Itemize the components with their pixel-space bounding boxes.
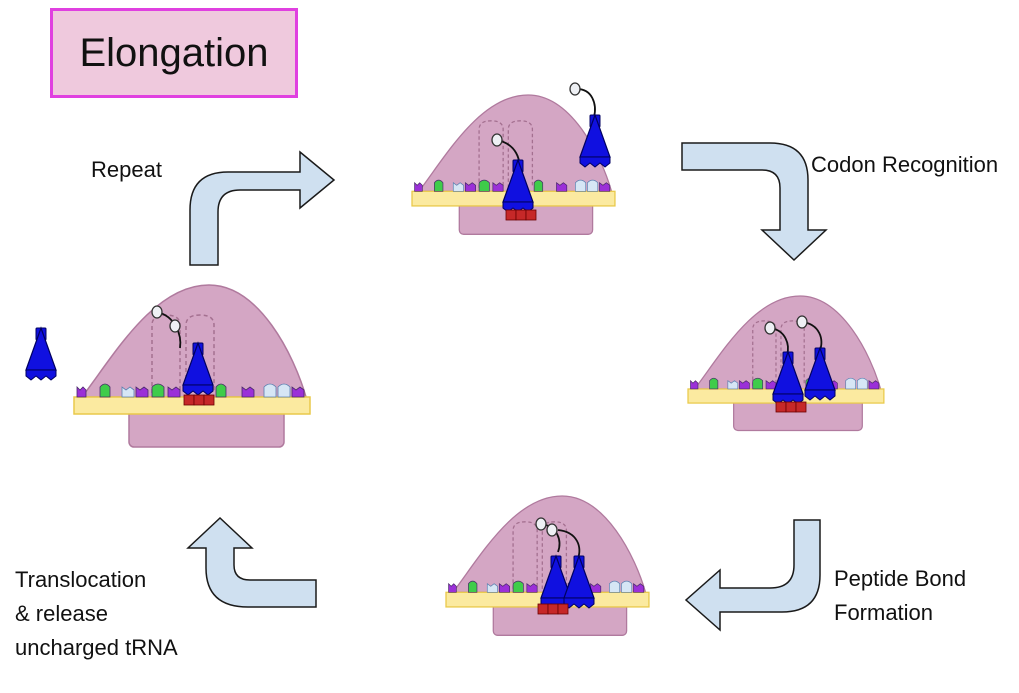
label-repeat: Repeat	[91, 157, 162, 182]
trna-top-bound	[491, 133, 537, 221]
label-translocation-line2: & release	[15, 601, 108, 626]
label-peptide-bond-line1: Peptide Bond	[834, 566, 967, 591]
arrow-codon-recognition	[681, 142, 828, 262]
trna-bottom-pair	[535, 517, 595, 615]
trna-released-left	[25, 327, 57, 381]
arrow-translocation	[186, 516, 317, 608]
label-translocation-line3: uncharged tRNA	[15, 635, 178, 660]
ribosome-bottom	[445, 495, 650, 636]
trna-incoming-top	[569, 82, 611, 168]
label-translocation-line1: Translocation	[15, 567, 147, 592]
arrow-repeat	[189, 150, 336, 266]
arrow-peptide-bond	[684, 519, 821, 632]
diagram-title: Elongation	[50, 8, 298, 98]
trna-left-bound	[151, 305, 215, 406]
trna-right-pair	[764, 315, 836, 413]
label-peptide-bond-line2: Formation	[834, 600, 934, 625]
label-codon-recognition: Codon Recognition	[811, 152, 999, 177]
